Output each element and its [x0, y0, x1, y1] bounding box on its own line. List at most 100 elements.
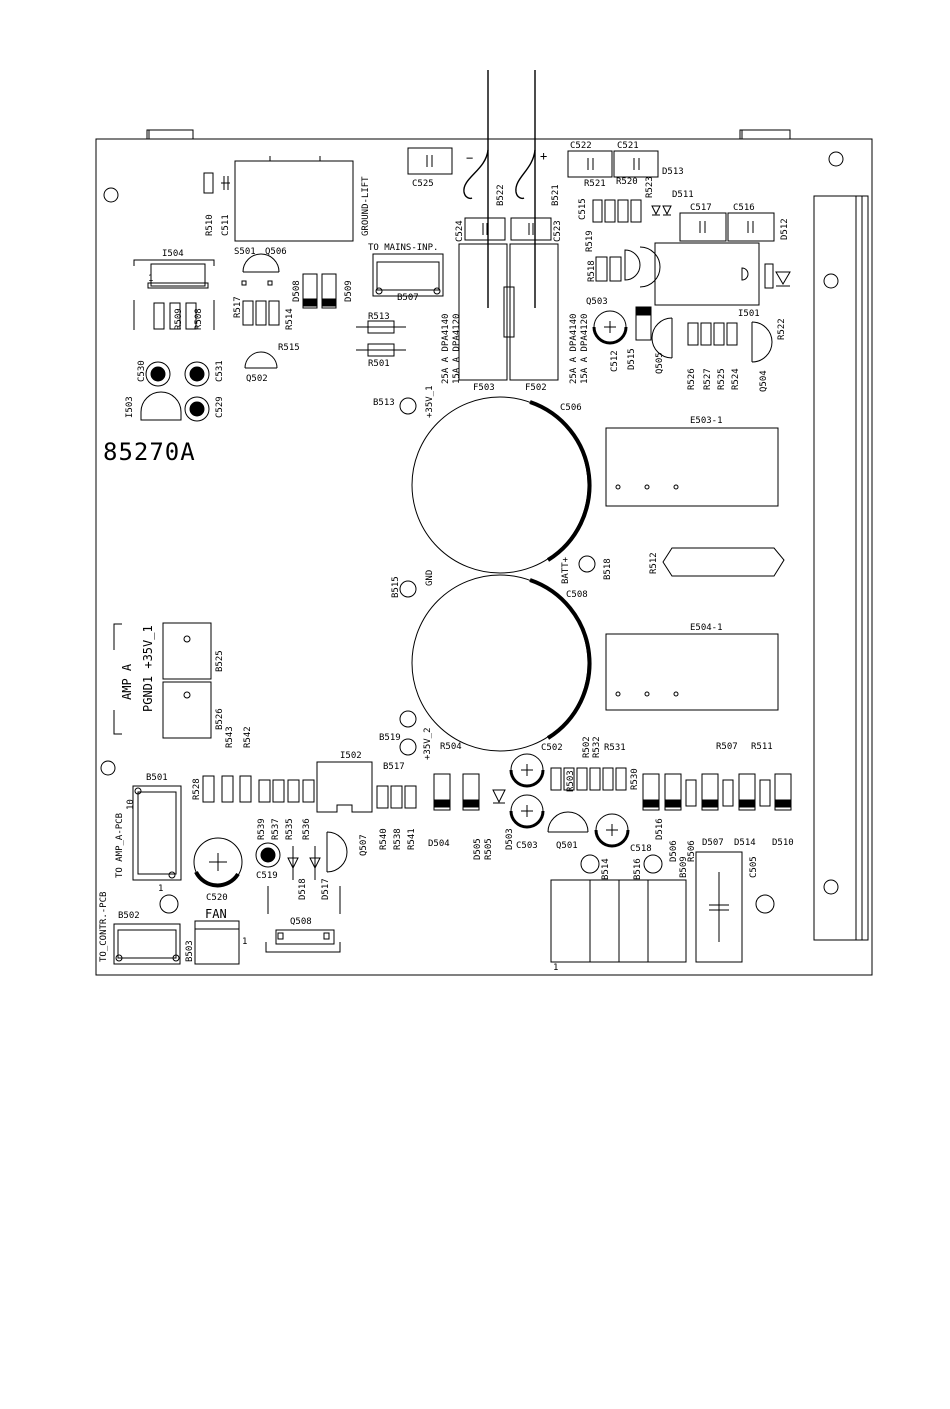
label-r519: R519	[585, 230, 595, 252]
label-r511: R511	[751, 742, 773, 752]
label-c520: C520	[206, 893, 228, 903]
connector-b507	[372, 253, 444, 297]
label-pin1b: 1	[242, 937, 247, 947]
label-b517: B517	[383, 762, 405, 772]
label-minus: −	[466, 151, 473, 165]
transistor-q502	[244, 351, 278, 369]
label-r506: R506	[687, 840, 697, 862]
transistor-q507	[326, 831, 348, 873]
label-r503: R503	[566, 770, 576, 792]
label-e503: E503-1	[690, 416, 723, 426]
label-d516: D516	[655, 818, 665, 840]
label-f503-rating2: 15A A DPA4120	[452, 314, 462, 384]
resistors-r513-r501	[356, 320, 406, 357]
label-pgnd-35v: PGND1 +35V_1	[141, 625, 155, 712]
label-q503: Q503	[586, 297, 608, 307]
label-r539: R539	[257, 818, 267, 840]
label-r524: R524	[731, 368, 741, 390]
label-c524: C524	[455, 220, 465, 242]
label-f503: F503	[473, 383, 495, 393]
label-r523: R523	[645, 176, 655, 198]
label-pin10: 10	[126, 799, 136, 810]
ic-i501	[654, 242, 760, 306]
ic-i503	[140, 391, 182, 421]
connector-b525	[162, 622, 212, 680]
label-d506: D506	[669, 840, 679, 862]
resistor-array-r539-r536	[258, 779, 315, 803]
label-r512: R512	[649, 552, 659, 574]
label-c503: C503	[516, 841, 538, 851]
label-c517: C517	[690, 203, 712, 213]
capacitor-c506	[411, 396, 592, 574]
resistor-array-top	[592, 199, 672, 223]
label-r507: R507	[716, 742, 738, 752]
label-d505: D505	[473, 838, 483, 860]
label-r509: R509	[174, 308, 184, 330]
diodes-d508-d509	[302, 273, 337, 309]
label-r535: R535	[285, 818, 295, 840]
label-amp-a: AMP A	[120, 663, 134, 700]
label-plus: +	[540, 149, 547, 163]
label-35v-1: +35V_1	[425, 385, 435, 418]
label-r502: R502	[582, 736, 592, 758]
label-i501: I501	[738, 309, 760, 319]
label-i504: I504	[162, 249, 184, 259]
label-r520: R520	[616, 177, 638, 187]
label-r522: R522	[777, 318, 787, 340]
module-e503	[605, 427, 779, 507]
label-b526: B526	[215, 708, 225, 730]
resistors-r526-r524	[687, 322, 738, 346]
label-e504: E504-1	[690, 623, 723, 633]
label-f502-rating2: 15A A DPA4120	[580, 314, 590, 384]
board-outline	[95, 129, 873, 976]
label-i503: I503	[125, 396, 135, 418]
label-q506: Q506	[265, 247, 287, 257]
label-pin1c: 1	[553, 963, 558, 973]
label-s501: S501	[234, 247, 256, 257]
label-r517: R517	[233, 296, 243, 318]
label-d515: D515	[627, 348, 637, 370]
label-r515: R515	[278, 343, 300, 353]
resistors-r519-r518	[595, 246, 661, 288]
label-d513: D513	[662, 167, 684, 177]
label-c521: C521	[617, 141, 639, 151]
label-r543: R543	[225, 726, 235, 748]
capacitors-c522-c521	[567, 150, 659, 178]
label-c505: C505	[749, 856, 759, 878]
label-r504: R504	[440, 742, 462, 752]
label-c508: C508	[566, 590, 588, 600]
ground-lift-relay	[203, 156, 354, 242]
label-d503: D503	[505, 828, 515, 850]
label-c529: C529	[215, 396, 225, 418]
label-d518: D518	[298, 878, 308, 900]
label-batt: BATT+	[561, 556, 571, 584]
label-b521: B521	[551, 184, 561, 206]
label-f502: F502	[525, 383, 547, 393]
capacitor-c519	[255, 842, 281, 868]
label-q502: Q502	[246, 374, 268, 384]
label-d510: D510	[772, 838, 794, 848]
connector-b526	[162, 681, 212, 739]
label-r508: R508	[194, 308, 204, 330]
capacitor-c505	[695, 851, 743, 963]
mounting-holes	[100, 151, 844, 914]
label-r530: R530	[630, 768, 640, 790]
capacitors-c517-c516	[679, 212, 775, 242]
label-c523: C523	[553, 220, 563, 242]
label-r513: R513	[368, 312, 390, 322]
label-r536: R536	[302, 818, 312, 840]
label-d507: D507	[702, 838, 724, 848]
diodes-d518-d517	[267, 846, 341, 914]
capacitor-c525	[407, 147, 453, 175]
label-r510: R510	[205, 214, 215, 236]
label-pin1d: 1	[148, 274, 153, 284]
label-d508: D508	[292, 280, 302, 302]
label-c525: C525	[412, 179, 434, 189]
label-b516: B516	[633, 858, 643, 880]
label-d517: D517	[321, 878, 331, 900]
module-e504	[605, 633, 779, 711]
diodes-right-row	[642, 773, 792, 811]
label-b509: B509	[679, 856, 689, 878]
board-id: 85270A	[103, 438, 196, 466]
